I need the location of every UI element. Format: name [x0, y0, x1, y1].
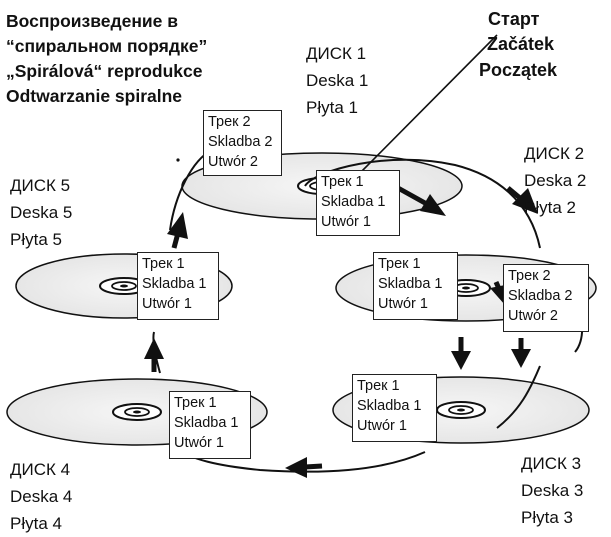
start-line: Początek [479, 60, 558, 80]
disc-2-track-1-box: Трек 1 Skladba 1 Utwór 1 [373, 252, 458, 320]
disc-label-line: Płyta 4 [10, 514, 62, 533]
disc-label-line: Płyta 1 [306, 98, 358, 117]
disc-label-line: ДИСК 2 [524, 144, 585, 163]
track-line: Utwór 1 [174, 435, 224, 451]
start-line: Začátek [487, 34, 555, 54]
track-line: Skladba 1 [357, 398, 422, 414]
disc-label-line: ДИСК 3 [521, 454, 582, 473]
track-line: Utwór 2 [508, 308, 558, 324]
track-line: Utwór 1 [321, 214, 371, 230]
disc-label-line: Deska 5 [10, 203, 73, 222]
track-line: Utwór 2 [208, 154, 258, 170]
track-line: Utwór 1 [378, 296, 428, 312]
disc-label-line: Płyta 5 [10, 230, 62, 249]
disc-label-line: Deska 4 [10, 487, 73, 506]
disc-label-line: ДИСК 5 [10, 176, 71, 195]
track-line: Трек 1 [378, 256, 421, 272]
heading-line: Odtwarzanie spiralne [6, 86, 183, 106]
track-line: Skladba 1 [321, 194, 386, 210]
track-line: Skladba 2 [208, 134, 273, 150]
heading-line: Воспроизведение в [6, 11, 179, 31]
disc-1-track-1-box: Трек 1 Skladba 1 Utwór 1 [316, 170, 400, 236]
track-line: Трек 1 [142, 256, 185, 272]
heading-line: „Spirálová“ reprodukce [6, 61, 203, 81]
disc-3-label: ДИСК 3 Deska 3 Płyta 3 [521, 450, 583, 531]
disc-2-track-2-box: Трек 2 Skladba 2 Utwór 2 [503, 264, 589, 332]
track-line: Skladba 1 [142, 276, 207, 292]
disc-2-label: ДИСК 2 Deska 2 Płyta 2 [524, 140, 586, 221]
disc-label-line: ДИСК 4 [10, 460, 71, 479]
disc-5-label: ДИСК 5 Deska 5 Płyta 5 [10, 172, 72, 253]
heading-line: “спиральном порядке” [6, 36, 208, 56]
disc-label-line: ДИСК 1 [306, 44, 367, 63]
start-line: Старт [488, 9, 540, 29]
track-line: Skladba 1 [378, 276, 443, 292]
disc-3-track-1-box: Трек 1 Skladba 1 Utwór 1 [352, 374, 437, 442]
track-line: Skladba 2 [508, 288, 573, 304]
disc-label-line: Deska 3 [521, 481, 584, 500]
track-line: Трек 2 [208, 114, 251, 130]
disc-label-line: Płyta 2 [524, 198, 576, 217]
disc-4-track-1-box: Трек 1 Skladba 1 Utwór 1 [169, 391, 251, 459]
track-line: Utwór 1 [357, 418, 407, 434]
disc-5-track-1-box: Трек 1 Skladba 1 Utwór 1 [137, 252, 219, 320]
track-line: Трек 2 [508, 268, 551, 284]
track-line: Трек 1 [321, 174, 364, 190]
track-line: Трек 1 [174, 395, 217, 411]
track-line: Utwór 1 [142, 296, 192, 312]
start-pointer-line [357, 34, 498, 176]
disc-1-track-2-box: Трек 2 Skladba 2 Utwór 2 [203, 110, 282, 176]
disc-1-label: ДИСК 1 Deska 1 Płyta 1 [306, 40, 368, 121]
flow-arrows [144, 185, 538, 478]
disc-label-line: Deska 1 [306, 71, 369, 90]
disc-label-line: Płyta 3 [521, 508, 573, 527]
track-line: Трек 1 [357, 378, 400, 394]
disc-4-label: ДИСК 4 Deska 4 Płyta 4 [10, 456, 72, 537]
stray-dot [176, 158, 180, 162]
disc-label-line: Deska 2 [524, 171, 587, 190]
track-line: Skladba 1 [174, 415, 239, 431]
